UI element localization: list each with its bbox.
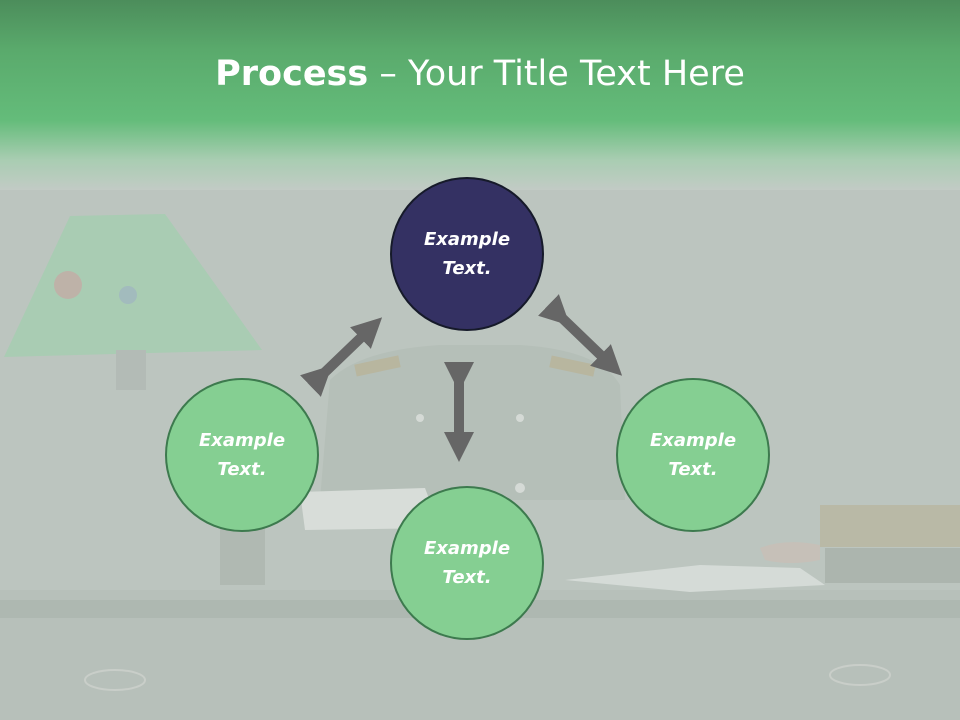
cycle-node-bottom: Example Text. [390, 486, 544, 640]
cycle-node-right: Example Text. [616, 378, 770, 532]
header-band [0, 0, 960, 190]
cycle-node-top: Example Text. [390, 177, 544, 331]
node-bottom-text: Example Text. [423, 538, 511, 588]
arrow-top-right [538, 294, 623, 376]
node-top-text: Example Text. [423, 229, 511, 279]
slide-title: Process – Your Title Text Here [0, 52, 960, 96]
node-left-text: Example Text. [198, 430, 286, 480]
node-right-text: Example Text. [649, 430, 737, 480]
lamp-shade [4, 214, 262, 357]
title-rest: – Your Title Text Here [368, 54, 745, 94]
arrow-top-left [300, 317, 383, 397]
title-bold-word: Process [215, 54, 369, 94]
cycle-node-left: Example Text. [165, 378, 319, 532]
